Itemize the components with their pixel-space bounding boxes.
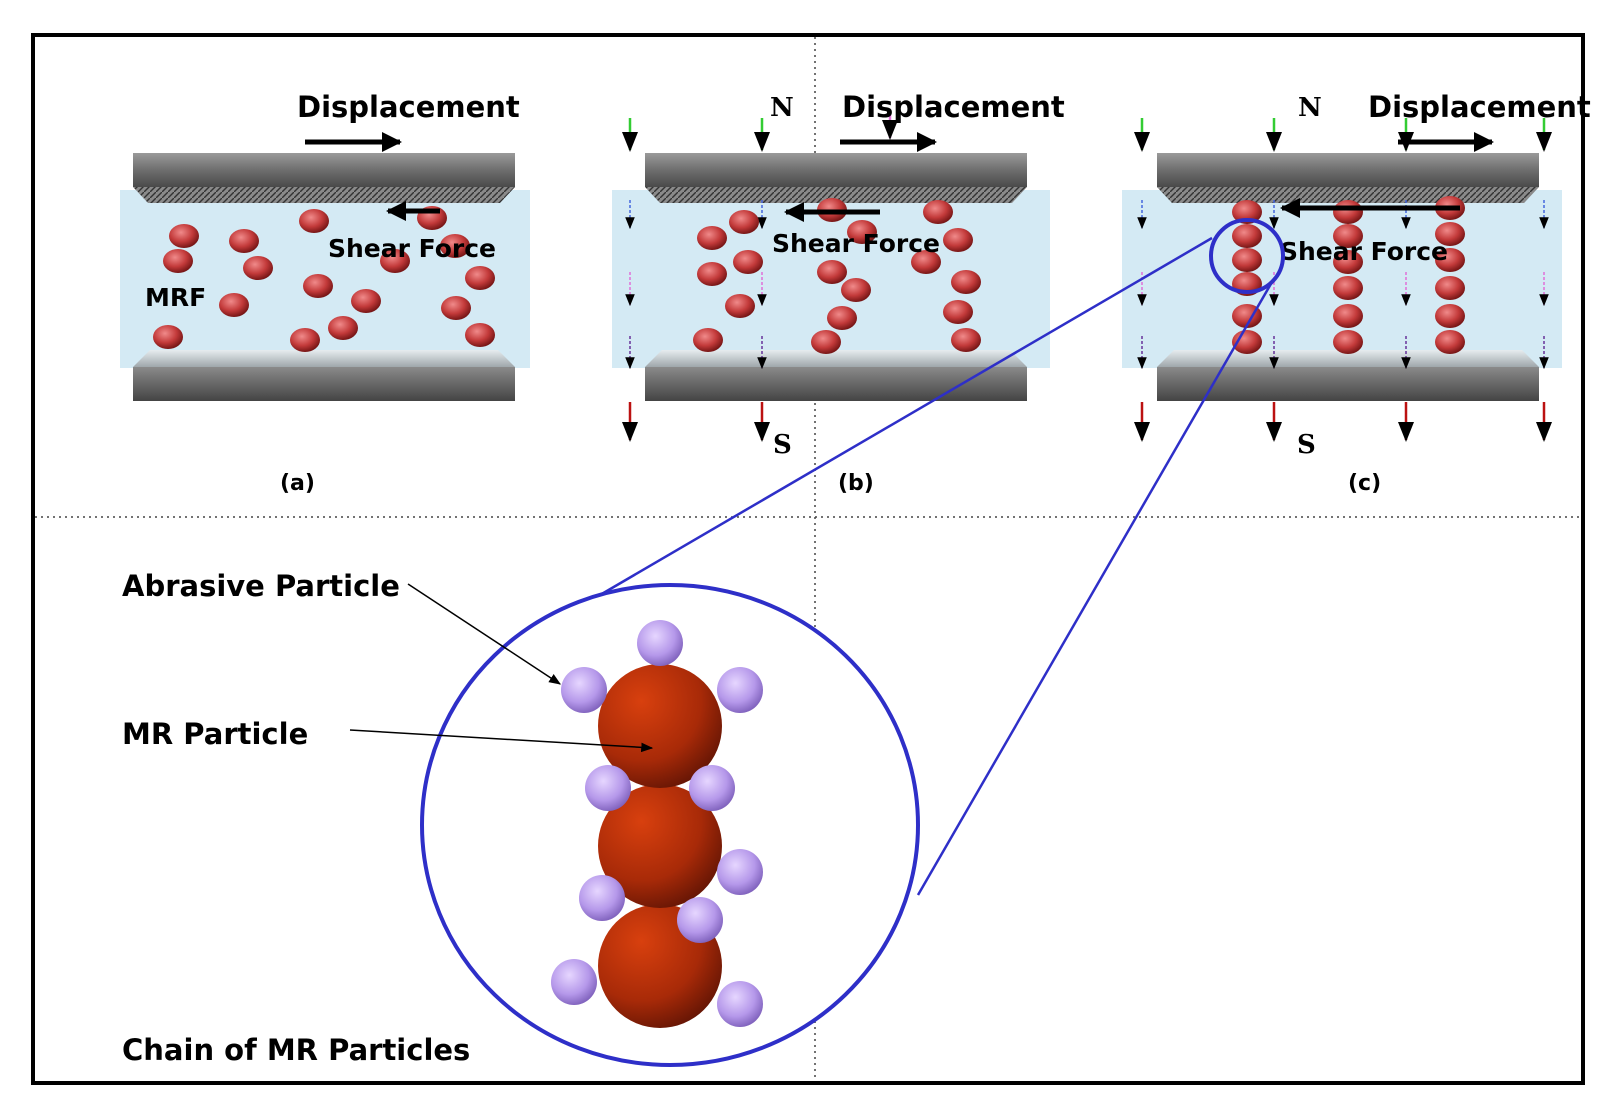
north-label-b: N xyxy=(770,93,794,123)
shear-force-label-c: Shear Force xyxy=(1280,237,1448,266)
panel-c-label: (c) xyxy=(1348,471,1381,496)
mr-particle-leader-arrow xyxy=(349,729,654,753)
abrasive-particles xyxy=(551,620,763,1027)
south-label-c: S xyxy=(1297,430,1316,460)
zoomed-chain xyxy=(420,583,920,1067)
panel-a: Displacement Shear Force MRF (a) xyxy=(120,90,530,496)
bottom-wedge-c xyxy=(1157,350,1539,367)
bottom-plate-a xyxy=(133,367,515,401)
zoom-connector-upper xyxy=(587,236,1213,604)
top-wedge-b xyxy=(645,187,1027,203)
shear-force-label-a: Shear Force xyxy=(328,234,496,263)
zoom-source-circle xyxy=(1209,218,1285,294)
shear-force-label-b: Shear Force xyxy=(772,229,940,258)
top-plate-c xyxy=(1157,153,1539,187)
displacement-label-c: Displacement xyxy=(1368,90,1591,124)
bottom-wedge-a xyxy=(133,350,515,367)
abrasive-particle-label: Abrasive Particle xyxy=(122,569,400,603)
displacement-label-b: Displacement xyxy=(842,90,1065,124)
chain-caption: Chain of MR Particles xyxy=(122,1033,470,1067)
field-arrows-c xyxy=(1134,118,1552,442)
top-plate-a xyxy=(133,153,515,187)
south-label-b: S xyxy=(773,430,792,460)
mr-particle-big-2 xyxy=(598,784,722,908)
displacement-label-a: Displacement xyxy=(297,90,520,124)
outer-frame xyxy=(31,33,1585,1085)
field-arrows-b xyxy=(622,110,898,442)
zoom-connector-lower xyxy=(916,281,1274,896)
mr-particles-a xyxy=(153,206,495,352)
mr-particle-label: MR Particle xyxy=(122,717,308,751)
panel-a-label: (a) xyxy=(280,471,315,496)
mr-particle-big-1 xyxy=(598,664,722,788)
panel-b: Displacement Shear Force N S (b) xyxy=(612,90,1065,496)
top-wedge-a xyxy=(133,187,515,203)
top-plate-b xyxy=(645,153,1027,187)
north-label-c: N xyxy=(1298,93,1322,123)
abrasive-leader-arrow xyxy=(407,583,562,685)
bottom-wedge-b xyxy=(645,350,1027,367)
bottom-plate-b xyxy=(645,367,1027,401)
panel-c: Displacement Shear Force N S (c) xyxy=(1122,90,1591,496)
mrf-label: MRF xyxy=(145,283,206,312)
panel-b-label: (b) xyxy=(838,471,874,496)
